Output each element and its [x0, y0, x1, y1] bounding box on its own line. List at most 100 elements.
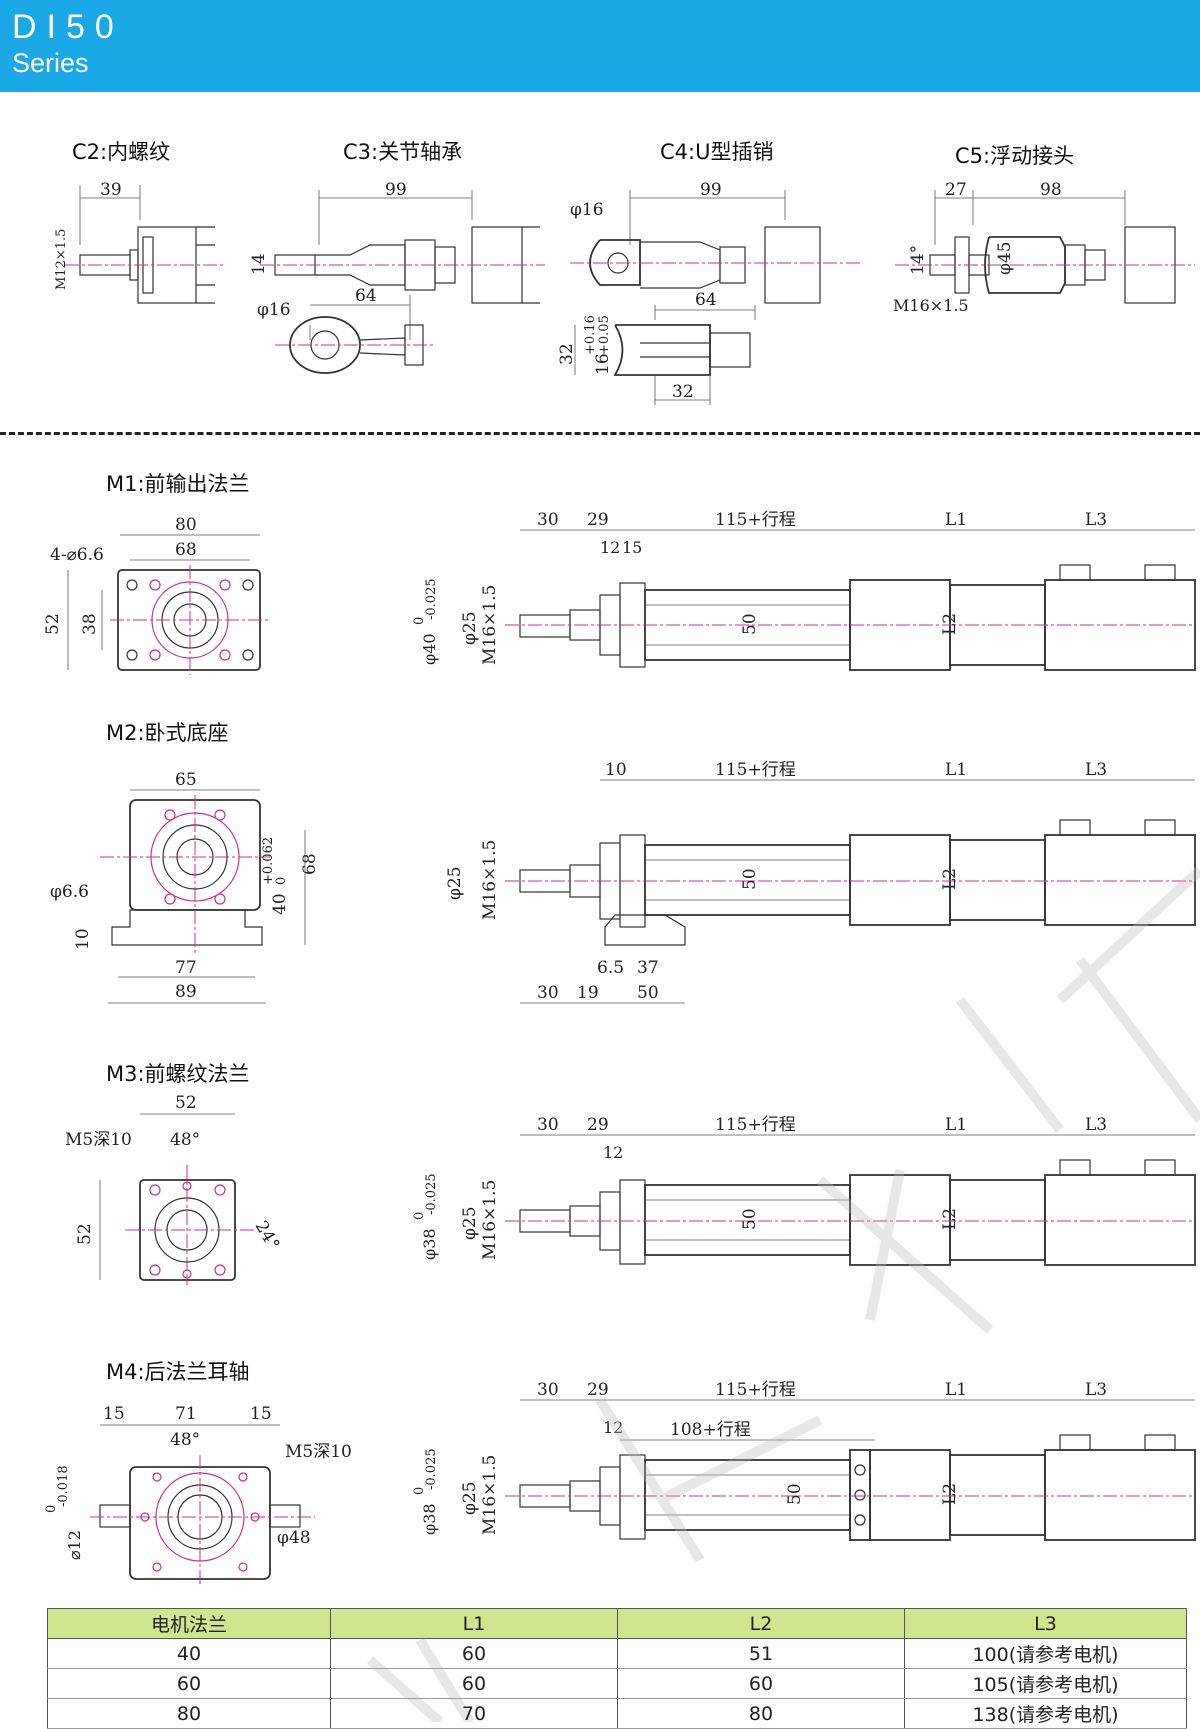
- m2-w-label: 65: [175, 770, 197, 790]
- m3-side-view: 30 29 115+行程 L1 L3 12 φ38 0 -0.025 φ25 M…: [412, 1115, 1196, 1266]
- m1-h2-label: 38: [80, 613, 100, 635]
- table-cell: 51: [617, 1638, 905, 1669]
- m3-phi25-label: φ25: [460, 1206, 480, 1240]
- table-header-cell: L1: [330, 1608, 618, 1639]
- m4-side-view: 30 29 115+行程 L1 L3 12 108+行程 φ38 0 -0.02…: [412, 1380, 1196, 1541]
- c2-len-label: 39: [100, 180, 122, 200]
- m3-s2-label: 29: [587, 1115, 609, 1135]
- table-cell: 60: [47, 1668, 331, 1699]
- m1-l2-label: L2: [940, 613, 960, 635]
- m2-h40-label: 40: [270, 893, 290, 915]
- m2-l3-label: L3: [1085, 760, 1107, 780]
- m1-s4-label: 15: [622, 538, 642, 557]
- m1-s2-label: 29: [587, 510, 609, 530]
- series-title: DI50: [12, 8, 124, 46]
- m4-tol3-label: 0: [412, 1487, 427, 1495]
- table-header-cell: L2: [617, 1608, 905, 1639]
- m4-s1-label: 30: [537, 1380, 559, 1400]
- c5-b-label: 98: [1040, 180, 1062, 200]
- c4-len2-label: 64: [695, 290, 717, 310]
- m2-thread-label: M16×1.5: [480, 840, 500, 920]
- m1-l1-label: L1: [945, 510, 967, 530]
- m4-s3-label: 12: [603, 1418, 623, 1437]
- section-c4-title: C4:U型插销: [660, 140, 774, 164]
- section-c3-title: C3:关节轴承: [343, 140, 463, 164]
- section-m2-title: M2:卧式底座: [106, 721, 229, 745]
- m1-holes-label: 4-⌀6.6: [50, 545, 104, 565]
- m1-stroke-label: 115+行程: [715, 510, 796, 530]
- m1-s1-label: 30: [537, 510, 559, 530]
- series-subtitle: Series: [12, 48, 89, 78]
- section-m4-title: M4:后法兰耳轴: [106, 1360, 250, 1384]
- m1-tol2-label: -0.025: [424, 578, 439, 620]
- table-cell: 100(请参考电机): [904, 1638, 1187, 1669]
- m2-s10-label: 10: [605, 760, 627, 780]
- m4-trunnion-view: 15 71 15 48° M5深10 ⌀12 0 -0.018 φ48: [44, 1404, 352, 1585]
- table-cell: 138(请参考电机): [904, 1698, 1187, 1729]
- m4-l2-label: L2: [940, 1483, 960, 1505]
- c5-phi-label: φ45: [995, 241, 1015, 275]
- table-cell: 80: [47, 1698, 331, 1729]
- m2-stroke-label: 115+行程: [715, 760, 796, 780]
- m3-m5-label: M5深10: [65, 1130, 132, 1150]
- table-cell: 40: [47, 1638, 331, 1669]
- m1-w2-label: 68: [175, 540, 197, 560]
- m3-tol2-label: -0.025: [424, 1173, 439, 1215]
- c4-phi-label: φ16: [570, 200, 604, 220]
- c4-slot-label: 16: [593, 353, 613, 375]
- section-c5-title: C5:浮动接头: [955, 144, 1075, 168]
- section-m3-title: M3:前螺纹法兰: [106, 1062, 250, 1086]
- table-cell: 70: [330, 1698, 618, 1729]
- m4-tol-label: 0: [44, 1505, 59, 1513]
- m2-h10-label: 10: [73, 928, 93, 950]
- m3-tol-label: 0: [412, 1212, 427, 1220]
- m3-s3-label: 12: [603, 1143, 623, 1162]
- m2-base-view: 65 φ6.6 10 40 +0.062 0 68 77 89: [50, 770, 320, 1004]
- m2-tol-lo: 0: [274, 877, 289, 885]
- table-cell: 60: [330, 1668, 618, 1699]
- m2-b30-label: 30: [537, 983, 559, 1003]
- m4-phi48-label: φ48: [277, 1528, 311, 1548]
- m1-h1-label: 52: [43, 613, 63, 635]
- m4-b-label: 71: [175, 1404, 197, 1424]
- m4-s2-label: 29: [587, 1380, 609, 1400]
- m4-a-label: 15: [103, 1404, 125, 1424]
- series-header: DI50 Series: [0, 0, 1200, 92]
- c4-drawing: 99 φ16 64 32 16 +0.16 +0.05 32: [557, 180, 860, 405]
- c5-thread-label: M16×1.5: [893, 296, 969, 315]
- m3-l1-label: L1: [945, 1115, 967, 1135]
- m1-tol-label: 0: [412, 617, 427, 625]
- m1-phi25-label: φ25: [460, 611, 480, 645]
- m3-thread-label: M16×1.5: [480, 1180, 500, 1260]
- m4-tol4-label: -0.025: [424, 1448, 439, 1490]
- m1-s3-label: 12: [600, 538, 620, 557]
- m3-ang48-label: 48°: [170, 1130, 200, 1150]
- m2-phi-label: φ6.6: [50, 882, 89, 902]
- m4-thread-label: M16×1.5: [480, 1455, 500, 1535]
- m2-b89-label: 89: [175, 982, 197, 1002]
- m2-l2-label: L2: [940, 868, 960, 890]
- table-cell: 80: [617, 1698, 905, 1729]
- c5-angle-label: 14°: [908, 245, 928, 275]
- m2-b19-label: 19: [577, 983, 599, 1003]
- m3-ang24-label: 24°: [251, 1218, 283, 1254]
- m3-h-label: 52: [75, 1223, 95, 1245]
- m3-phi38-label: φ38: [420, 1228, 439, 1260]
- table-header-cell: 电机法兰: [47, 1608, 331, 1639]
- c4-tol-hi: +0.16: [583, 315, 598, 355]
- m3-l3-label: L3: [1085, 1115, 1107, 1135]
- m2-h68-label: 68: [300, 853, 320, 875]
- table-row: 60 60 60 105(请参考电机): [47, 1668, 1187, 1699]
- m3-w-label: 52: [175, 1093, 197, 1113]
- m4-phi12-label: ⌀12: [65, 1530, 84, 1560]
- c2-drawing: 39 M12×1.5: [54, 180, 225, 304]
- m2-fifty-label: 50: [740, 868, 760, 890]
- m2-a65-label: 6.5: [597, 958, 624, 978]
- c3-drawing: 99 14 64 φ16: [249, 180, 545, 374]
- motor-flange-table: 电机法兰 L1 L2 L3 40 60 51 100(请参考电机) 60 60 …: [47, 1608, 1187, 1729]
- m4-phi38-label: φ38: [420, 1503, 439, 1535]
- c4-w-label: 32: [672, 382, 694, 402]
- m3-stroke-label: 115+行程: [715, 1115, 796, 1135]
- m2-a37-label: 37: [637, 958, 659, 978]
- m4-stroke2-label: 108+行程: [670, 1420, 751, 1440]
